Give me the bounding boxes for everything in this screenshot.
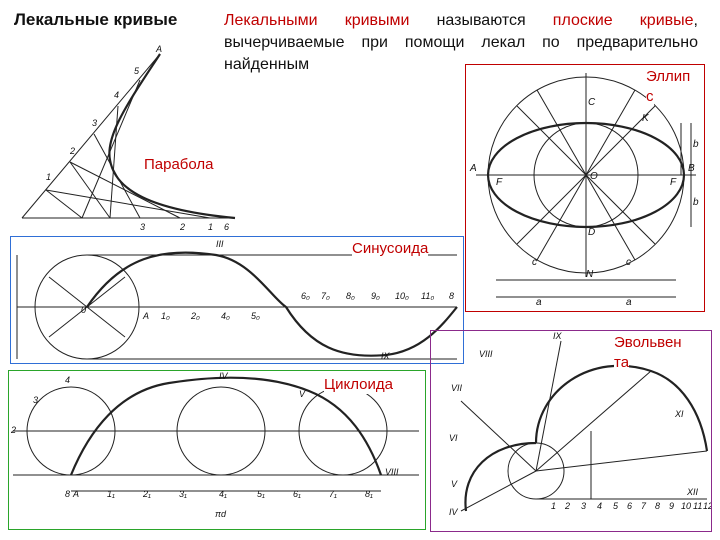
ellipse-frame — [465, 64, 705, 312]
intro-rest: , вычерчиваемые при помощи лекал по пред… — [224, 12, 698, 73]
svg-text:3₁: 3₁ — [179, 489, 187, 499]
svg-text:3: 3 — [140, 222, 145, 232]
svg-text:10: 10 — [681, 501, 691, 511]
svg-text:0: 0 — [81, 305, 86, 315]
svg-text:XII: XII — [686, 487, 699, 497]
svg-text:N: N — [586, 269, 594, 280]
svg-text:A: A — [469, 163, 477, 174]
svg-text:4₁: 4₁ — [219, 489, 227, 499]
svg-text:3: 3 — [92, 118, 97, 128]
svg-text:1₀: 1₀ — [161, 311, 170, 321]
svg-text:c: c — [532, 257, 537, 268]
svg-text:a: a — [536, 297, 542, 308]
ellipse-label-1: Эллип — [646, 68, 691, 86]
parabola-label: Парабола — [144, 156, 214, 174]
svg-text:III: III — [216, 239, 224, 249]
svg-text:2: 2 — [179, 222, 185, 232]
svg-text:A: A — [72, 489, 79, 499]
svg-text:F: F — [496, 177, 503, 188]
svg-text:a: a — [626, 297, 632, 308]
svg-text:7₀: 7₀ — [321, 291, 330, 301]
svg-text:6: 6 — [224, 222, 229, 232]
svg-text:11: 11 — [693, 501, 702, 511]
sinusoid-frame — [10, 236, 464, 364]
svg-text:6₀: 6₀ — [301, 291, 310, 301]
svg-text:IV: IV — [449, 507, 459, 517]
svg-text:VI: VI — [449, 433, 458, 443]
slide-title: Лекальные кривые — [14, 10, 178, 29]
svg-text:10₀: 10₀ — [395, 291, 409, 301]
intro-bold: Лекальными кривыми — [224, 12, 410, 29]
svg-text:IX: IX — [553, 331, 563, 341]
svg-text:8: 8 — [449, 291, 454, 301]
svg-text:4₀: 4₀ — [221, 311, 230, 321]
svg-text:4: 4 — [65, 375, 70, 385]
svg-text:2₀: 2₀ — [190, 311, 200, 321]
cycloid-label: Циклоида — [324, 376, 393, 394]
svg-text:2: 2 — [564, 501, 570, 511]
svg-text:F: F — [670, 177, 677, 188]
svg-text:A: A — [142, 311, 149, 321]
svg-text:9: 9 — [669, 501, 674, 511]
svg-text:2: 2 — [10, 425, 16, 435]
svg-text:πd: πd — [215, 509, 227, 519]
svg-text:5: 5 — [613, 501, 619, 511]
ellipse-figure: A B C D O K F F c c a a Nb b — [469, 73, 699, 308]
svg-text:3: 3 — [33, 395, 38, 405]
svg-text:8₁: 8₁ — [365, 489, 373, 499]
svg-text:IV: IV — [219, 371, 229, 381]
svg-text:VIII: VIII — [385, 467, 399, 477]
intro-text: Лекальными кривыми называются плоские кр… — [224, 10, 698, 76]
svg-text:K: K — [642, 113, 650, 124]
svg-text:11₀: 11₀ — [421, 291, 434, 301]
svg-text:O: O — [590, 171, 598, 182]
svg-text:1₁: 1₁ — [107, 489, 115, 499]
svg-text:2₁: 2₁ — [142, 489, 151, 499]
svg-text:7₁: 7₁ — [329, 489, 337, 499]
svg-text:4: 4 — [597, 501, 602, 511]
svg-text:D: D — [588, 227, 595, 238]
svg-text:12: 12 — [703, 501, 711, 511]
svg-text:6: 6 — [627, 501, 632, 511]
svg-text:c: c — [626, 257, 631, 268]
intro-highlight: плоские кривые — [552, 12, 694, 29]
ellipse-label-2: с — [646, 88, 654, 106]
svg-text:5: 5 — [134, 66, 140, 76]
svg-text:VIII: VIII — [479, 349, 493, 359]
svg-text:B: B — [688, 163, 695, 174]
svg-text:5₁: 5₁ — [257, 489, 265, 499]
svg-text:V: V — [299, 389, 306, 399]
svg-text:A: A — [155, 44, 162, 54]
svg-text:4: 4 — [114, 90, 119, 100]
svg-text:b: b — [693, 139, 699, 150]
svg-text:7: 7 — [641, 501, 647, 511]
svg-text:9₀: 9₀ — [371, 291, 380, 301]
cycloid-frame — [8, 370, 426, 530]
svg-text:2: 2 — [69, 146, 75, 156]
svg-text:8: 8 — [65, 489, 70, 499]
svg-text:1: 1 — [208, 222, 213, 232]
svg-text:IX: IX — [381, 351, 391, 361]
intro-mid: называются — [409, 12, 553, 29]
svg-text:XI: XI — [674, 409, 684, 419]
svg-text:1: 1 — [46, 172, 51, 182]
svg-text:VII: VII — [451, 383, 463, 393]
sinusoid-figure: 0A 1₀ 2₀ 4₀ 5₀ 6₀ 7₀ 8₀ 9₀ 10₀ 11₀ 8 III IX — [16, 239, 458, 361]
svg-text:1: 1 — [551, 501, 556, 511]
involute-label-1: Эвольвен — [614, 334, 682, 352]
svg-text:5₀: 5₀ — [251, 311, 260, 321]
svg-text:C: C — [588, 97, 596, 108]
svg-text:b: b — [693, 197, 699, 208]
sinusoid-label: Синусоида — [352, 240, 429, 258]
svg-text:8: 8 — [655, 501, 660, 511]
parabola-figure: A 1 2 3 4 5 1 2 3 6 — [21, 44, 236, 232]
involute-label-2: та — [614, 354, 630, 372]
svg-text:8₀: 8₀ — [346, 291, 355, 301]
svg-text:3: 3 — [581, 501, 586, 511]
svg-text:6₁: 6₁ — [293, 489, 301, 499]
involute-frame — [430, 330, 712, 532]
svg-text:V: V — [451, 479, 458, 489]
